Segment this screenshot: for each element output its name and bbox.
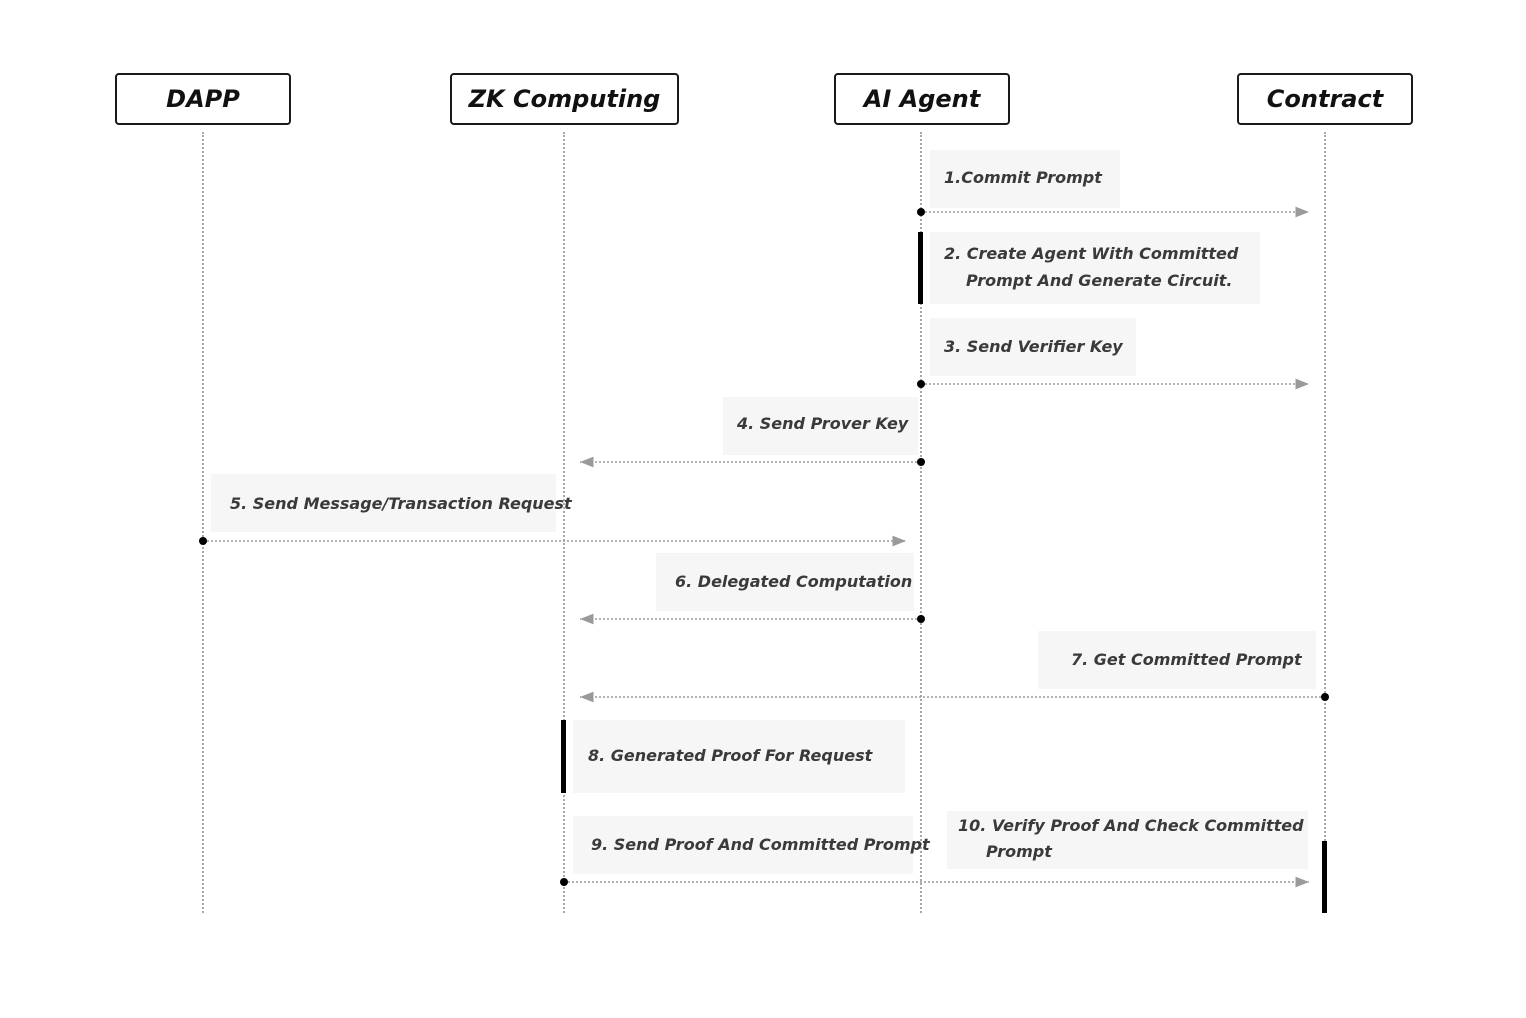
message-label-3: 3. Send Verifier Key: [930, 318, 1136, 376]
arrow-origin-dot: [917, 458, 925, 466]
message-label-6: 6. Delegated Computation: [656, 553, 914, 611]
message-label-9: 9. Send Proof And Committed Prompt: [573, 816, 930, 874]
arrow-6-delegated-computation: [580, 613, 925, 625]
actor-ai-agent: AI Agent: [834, 73, 1010, 125]
arrow-4-send-prover-key: [580, 456, 925, 468]
arrow-origin-dot: [917, 615, 925, 623]
message-label-10: 10. Verify Proof And Check Committed Pro…: [947, 811, 1308, 869]
arrow-5-send-message-request: [199, 535, 906, 547]
arrow-1-commit-prompt: [917, 206, 1309, 218]
actor-zk-computing: ZK Computing: [450, 73, 679, 125]
arrow-origin-dot: [917, 208, 925, 216]
arrow-3-send-verifier-key: [917, 378, 1309, 390]
message-label-4: 4. Send Prover Key: [723, 397, 918, 455]
lifeline-dapp: [202, 132, 204, 913]
arrow-origin-dot: [1321, 693, 1329, 701]
actor-contract: Contract: [1237, 73, 1413, 125]
message-label-1: 1.Commit Prompt: [930, 150, 1120, 208]
lifeline-zk-computing: [563, 132, 565, 913]
actor-dapp: DAPP: [115, 73, 291, 125]
message-label-5: 5. Send Message/Transaction Request: [211, 474, 572, 532]
arrow-origin-dot: [917, 380, 925, 388]
activation-bar-zk-computing: [561, 720, 566, 793]
activation-bar-contract: [1322, 841, 1327, 913]
activation-bar-ai-agent: [918, 232, 923, 304]
message-label-8: 8. Generated Proof For Request: [573, 720, 905, 793]
arrow-9-send-proof: [560, 876, 1309, 888]
arrow-7-get-committed-prompt: [580, 691, 1329, 703]
lifeline-ai-agent: [920, 132, 922, 913]
message-label-2: 2. Create Agent With Committed Prompt An…: [930, 232, 1260, 304]
lifeline-contract: [1324, 132, 1326, 913]
message-label-7: 7. Get Committed Prompt: [1038, 631, 1316, 689]
arrow-origin-dot: [560, 878, 568, 886]
arrow-origin-dot: [199, 537, 207, 545]
